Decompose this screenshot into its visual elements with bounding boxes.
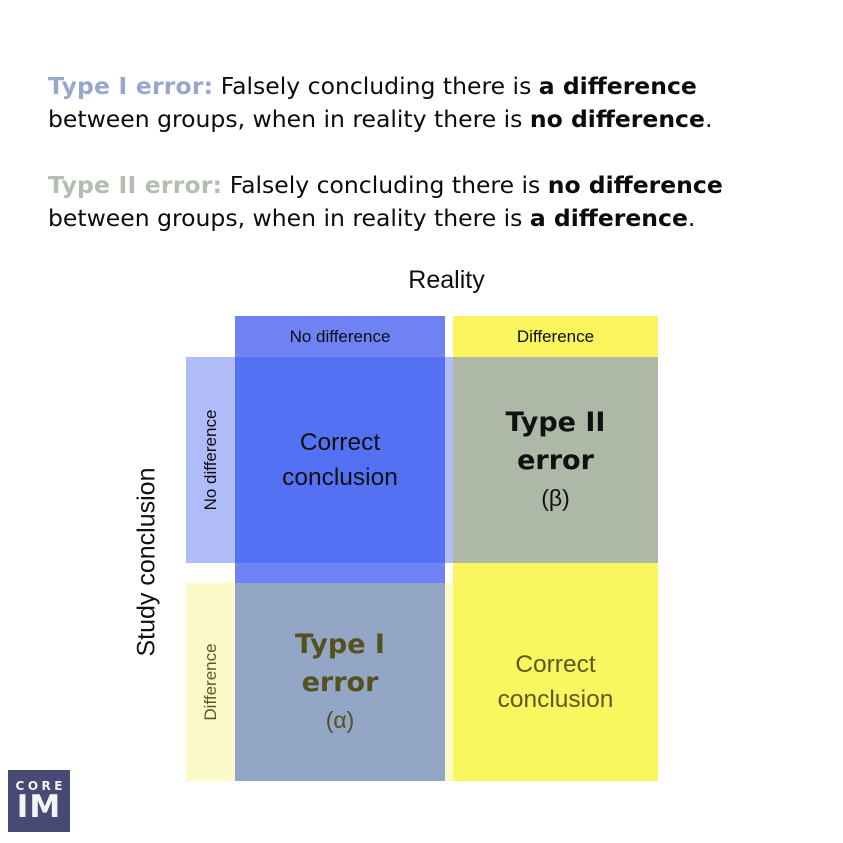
definitions-block: Type I error: Falsely concluding there i… [48, 70, 793, 268]
coreim-logo: CORE IM [8, 770, 70, 832]
row-header-difference: Difference [201, 643, 220, 721]
cell-type1-symbol: (α) [325, 707, 355, 733]
column-header-difference: Difference [453, 316, 658, 357]
cell-type1-line2: error [301, 667, 379, 698]
y-axis-title: Study conclusion [132, 467, 161, 657]
type2-text-1: Falsely concluding there is [222, 171, 548, 199]
cell-correct-conclusion-top: Correct conclusion [235, 357, 445, 563]
cell-correct-bottom-line1: Correct [515, 651, 596, 678]
type2-bold-1: no difference [547, 171, 723, 199]
column-header-no-difference-label: No difference [289, 326, 391, 346]
logo-text-im: IM [16, 789, 62, 825]
column-header-no-difference: No difference [235, 316, 445, 357]
type2-text-2: between groups, when in reality there is [48, 204, 530, 232]
cell-correct-conclusion-bottom: Correct conclusion [453, 583, 658, 781]
cell-type1-line1: Type I [295, 629, 385, 660]
type1-text-1: Falsely concluding there is [213, 72, 539, 100]
cell-correct-bottom-line2: conclusion [497, 686, 614, 713]
cell-type2-error: Type II error (β) [453, 357, 658, 563]
type2-definition: Type II error: Falsely concluding there … [48, 169, 793, 235]
column-band-gap-difference [453, 563, 658, 583]
type1-term: Type I error: [48, 72, 214, 100]
type1-bold-2: no difference [529, 105, 705, 133]
cell-correct-top-line1: Correct [299, 429, 381, 456]
type1-definition: Type I error: Falsely concluding there i… [48, 70, 793, 136]
logo-text-core: CORE [15, 779, 66, 793]
type2-bold-2: a difference [529, 204, 688, 232]
cell-type2-line1: Type II [505, 407, 606, 438]
type1-text-2: between groups, when in reality there is [48, 105, 530, 133]
type1-period: . [704, 105, 713, 133]
row-header-no-difference: No difference [201, 409, 220, 511]
cell-type2-line2: error [517, 445, 594, 476]
cell-type2-symbol: (β) [541, 485, 570, 511]
x-axis-title: Reality [408, 266, 485, 294]
type2-period: . [687, 204, 696, 232]
column-band-gap-no-difference [235, 563, 445, 583]
cell-type1-error: Type I error (α) [235, 583, 445, 781]
column-header-difference-label: Difference [516, 326, 595, 346]
cell-correct-top-line2: conclusion [282, 464, 398, 491]
type1-bold-1: a difference [538, 72, 697, 100]
type2-term: Type II error: [48, 171, 223, 199]
